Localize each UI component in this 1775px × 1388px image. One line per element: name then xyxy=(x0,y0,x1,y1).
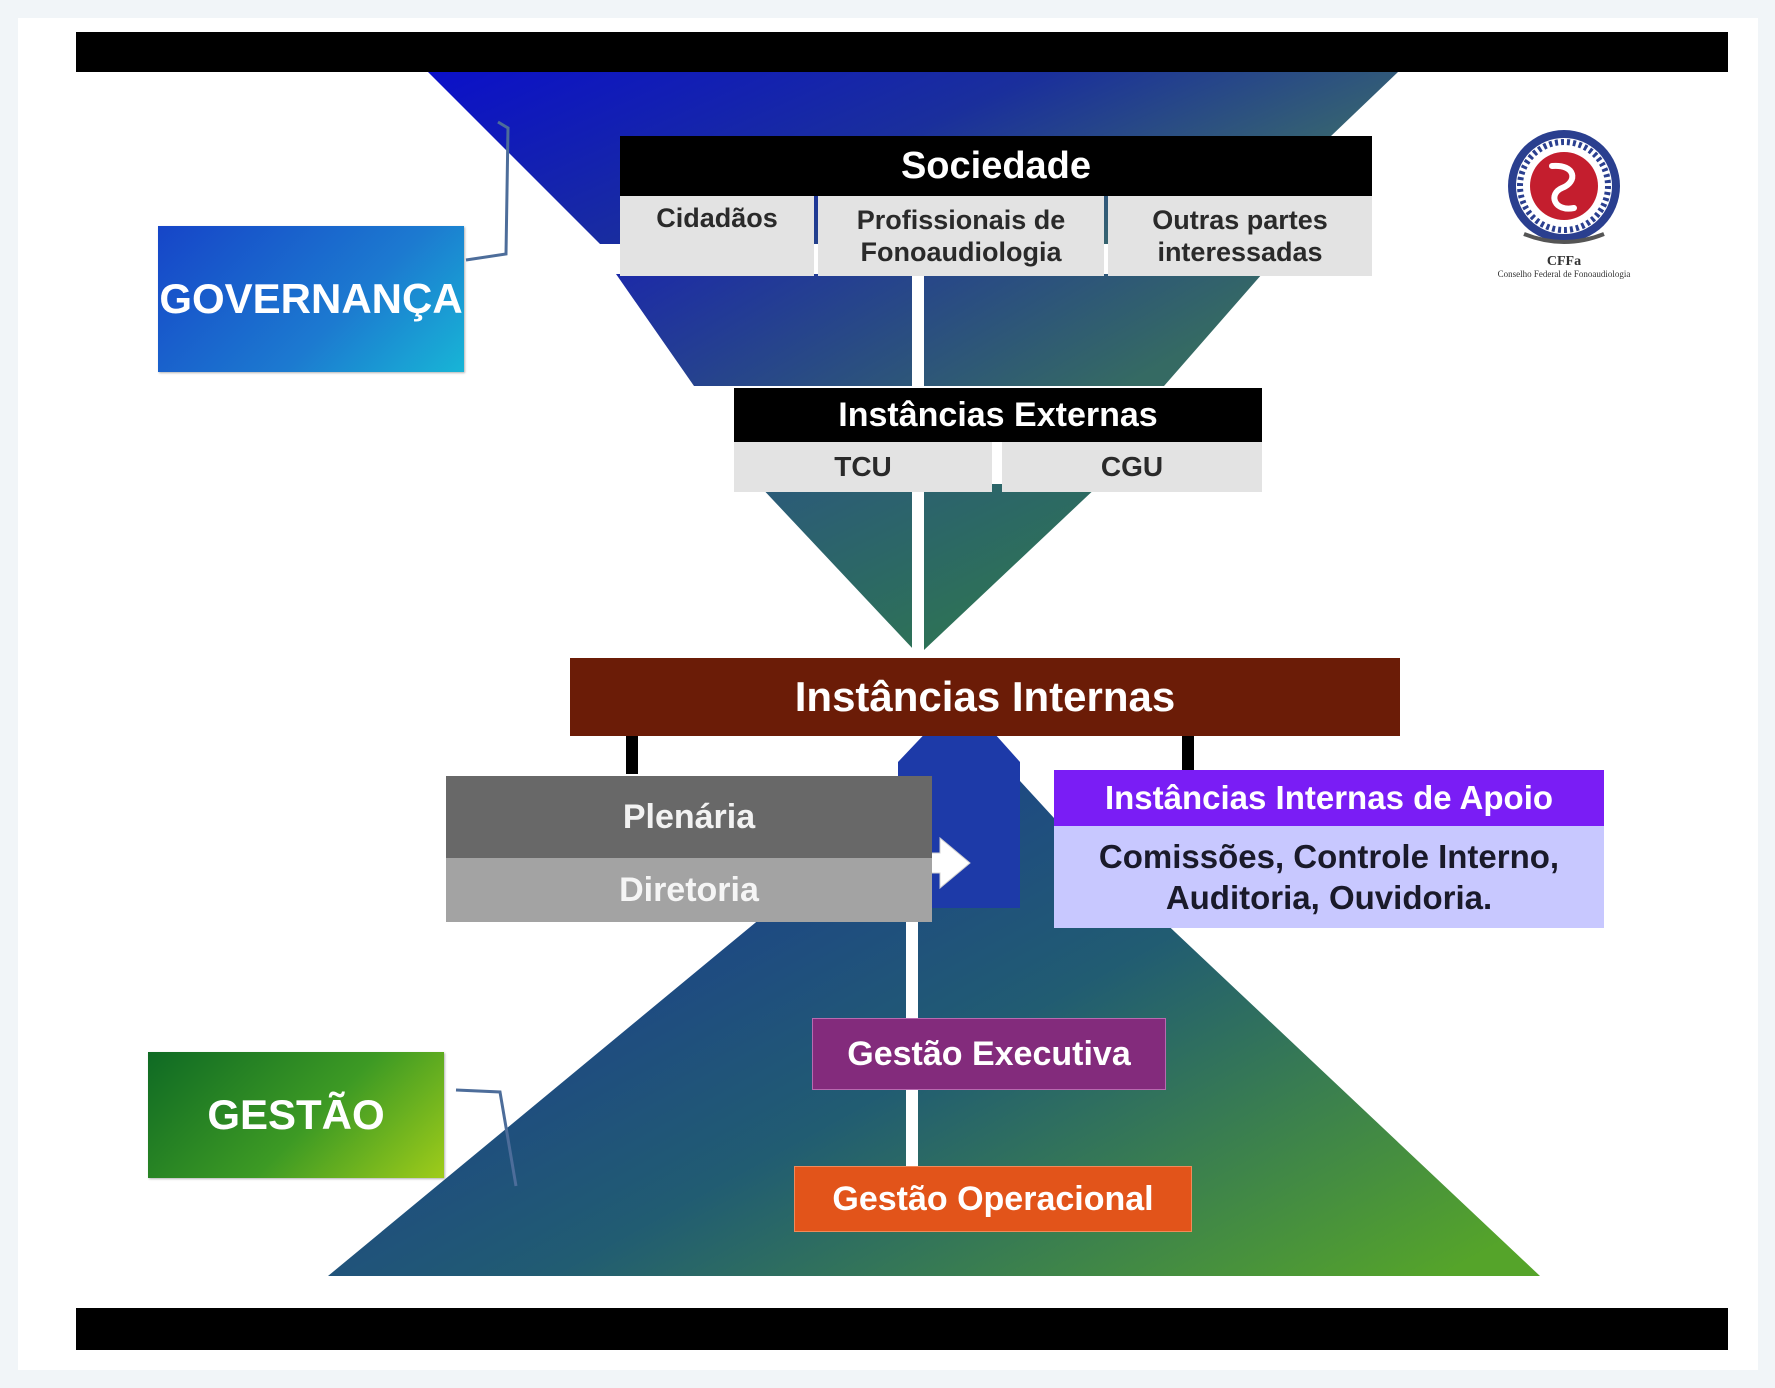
governance-funnel-middle xyxy=(616,274,1262,386)
society-item-citizens: Cidadãos xyxy=(620,196,814,276)
society-item-stakeholders: Outras partes interessadas xyxy=(1108,196,1372,276)
bottom-bar xyxy=(76,1308,1728,1350)
support-body: Comissões, Controle Interno, Auditoria, … xyxy=(1054,826,1604,928)
logo-name: Conselho Federal de Fonoaudiologia xyxy=(1497,269,1631,279)
governance-slide: GOVERNANÇA GESTÃO Sociedade Cidadãos Pro… xyxy=(18,18,1758,1370)
cffa-logo: CFFa Conselho Federal de Fonoaudiologia xyxy=(1454,126,1674,286)
board-box: Diretoria xyxy=(446,858,932,922)
logo-abbr: CFFa xyxy=(1546,254,1582,269)
governance-funnel-bottom xyxy=(758,484,1100,650)
plenary-box: Plenária xyxy=(446,776,932,858)
external-item-tcu: TCU xyxy=(734,442,992,492)
governance-label: GOVERNANÇA xyxy=(158,226,464,372)
governance-bracket xyxy=(465,120,510,262)
external-title: Instâncias Externas xyxy=(734,388,1262,442)
society-item-professionals: Profissionais de Fonoaudiologia xyxy=(818,196,1104,276)
connector-right xyxy=(1182,730,1194,770)
executive-management: Gestão Executiva xyxy=(812,1018,1166,1090)
management-pyramid xyxy=(328,744,1540,1276)
operational-management: Gestão Operacional xyxy=(794,1166,1192,1232)
top-bar xyxy=(76,32,1728,72)
management-bracket xyxy=(455,1088,518,1187)
connector-left xyxy=(626,730,638,774)
internal-title: Instâncias Internas xyxy=(570,658,1400,736)
external-item-cgu: CGU xyxy=(1002,442,1262,492)
management-label: GESTÃO xyxy=(148,1052,444,1178)
cffa-emblem-icon xyxy=(1508,130,1620,244)
support-title: Instâncias Internas de Apoio xyxy=(1054,770,1604,826)
society-title: Sociedade xyxy=(620,136,1372,196)
